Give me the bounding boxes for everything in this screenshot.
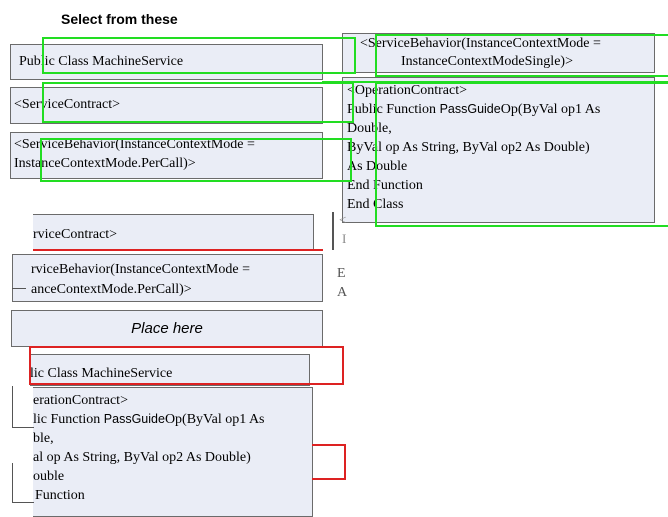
placed-item-text: lic Class MachineService (30, 366, 173, 381)
placed-op-line-4: al op As String, ByVal op2 As Double) (33, 450, 251, 465)
source-item-text-line1: <ServiceBehavior(InstanceContextMode = (14, 137, 255, 152)
op-line-6: End Function (347, 178, 423, 193)
placed-item-behavior[interactable]: rviceBehavior(InstanceContextMode = ance… (12, 254, 323, 302)
source-item-text: Public Class MachineService (19, 54, 184, 69)
placed-op-line-5: ouble (33, 469, 65, 484)
source-item-behavior-single[interactable]: <ServiceBehavior(InstanceContextMode = I… (342, 33, 655, 73)
op-line-1: <OperationContract> (347, 83, 467, 98)
placed-op-line-1: erationContract> (33, 393, 128, 408)
stray-glyph: < (339, 212, 347, 227)
source-item-behavior-percall[interactable]: <ServiceBehavior(InstanceContextMode = I… (10, 132, 323, 179)
placed-op-line-3: ble, (33, 431, 54, 446)
source-item-text-line2: InstanceContextModeSingle)> (401, 54, 573, 69)
source-item-text-line2: InstanceContextMode.PerCall)> (14, 156, 196, 171)
bracket-left-top-h (12, 427, 34, 428)
placed-op-line-6: Function (35, 488, 85, 503)
stray-glyph: I (342, 231, 347, 246)
drop-zone-tick (332, 212, 334, 250)
place-here-heading: Place here (11, 310, 323, 347)
bracket-left-bottom (12, 463, 13, 503)
placed-op-line-2: lic Function PassGuideOp(ByVal op1 As (33, 412, 265, 427)
placed-item-class-declaration[interactable]: lic Class MachineService (30, 354, 310, 386)
stray-glyph: E (337, 266, 346, 281)
op-line-5: As Double (347, 159, 408, 174)
op-line-3: Double, (347, 121, 392, 136)
stray-glyph: A (337, 285, 348, 300)
placed-item-text-line2: anceContextMode.PerCall)> (31, 282, 192, 297)
placed-item-text: rviceContract> (33, 227, 118, 242)
bracket-left-bottom-h (12, 502, 34, 503)
source-item-class-declaration[interactable]: Public Class MachineService (10, 44, 323, 80)
source-item-operation-block[interactable]: <OperationContract> Public Function Pass… (342, 77, 655, 223)
op-line-7: End Class (347, 197, 404, 212)
placed-item-text-line1: rviceBehavior(InstanceContextMode = (31, 262, 250, 277)
highlight-target-operation (312, 444, 346, 480)
source-item-text: <ServiceContract> (14, 97, 120, 112)
op-line-4: ByVal op As String, ByVal op2 As Double) (347, 140, 590, 155)
select-from-these-heading: Select from these (61, 11, 178, 27)
bracket-line (12, 288, 26, 289)
place-here-text: Place here (131, 320, 203, 337)
source-item-text-line1: <ServiceBehavior(InstanceContextMode = (360, 36, 601, 51)
placed-item-operation-block[interactable]: erationContract> lic Function PassGuideO… (33, 387, 313, 517)
source-item-service-contract[interactable]: <ServiceContract> (10, 87, 323, 124)
placed-item-service-contract[interactable]: rviceContract> (33, 214, 314, 250)
bracket-left-top (12, 386, 13, 428)
op-line-2: Public Function PassGuideOp(ByVal op1 As (347, 102, 601, 117)
